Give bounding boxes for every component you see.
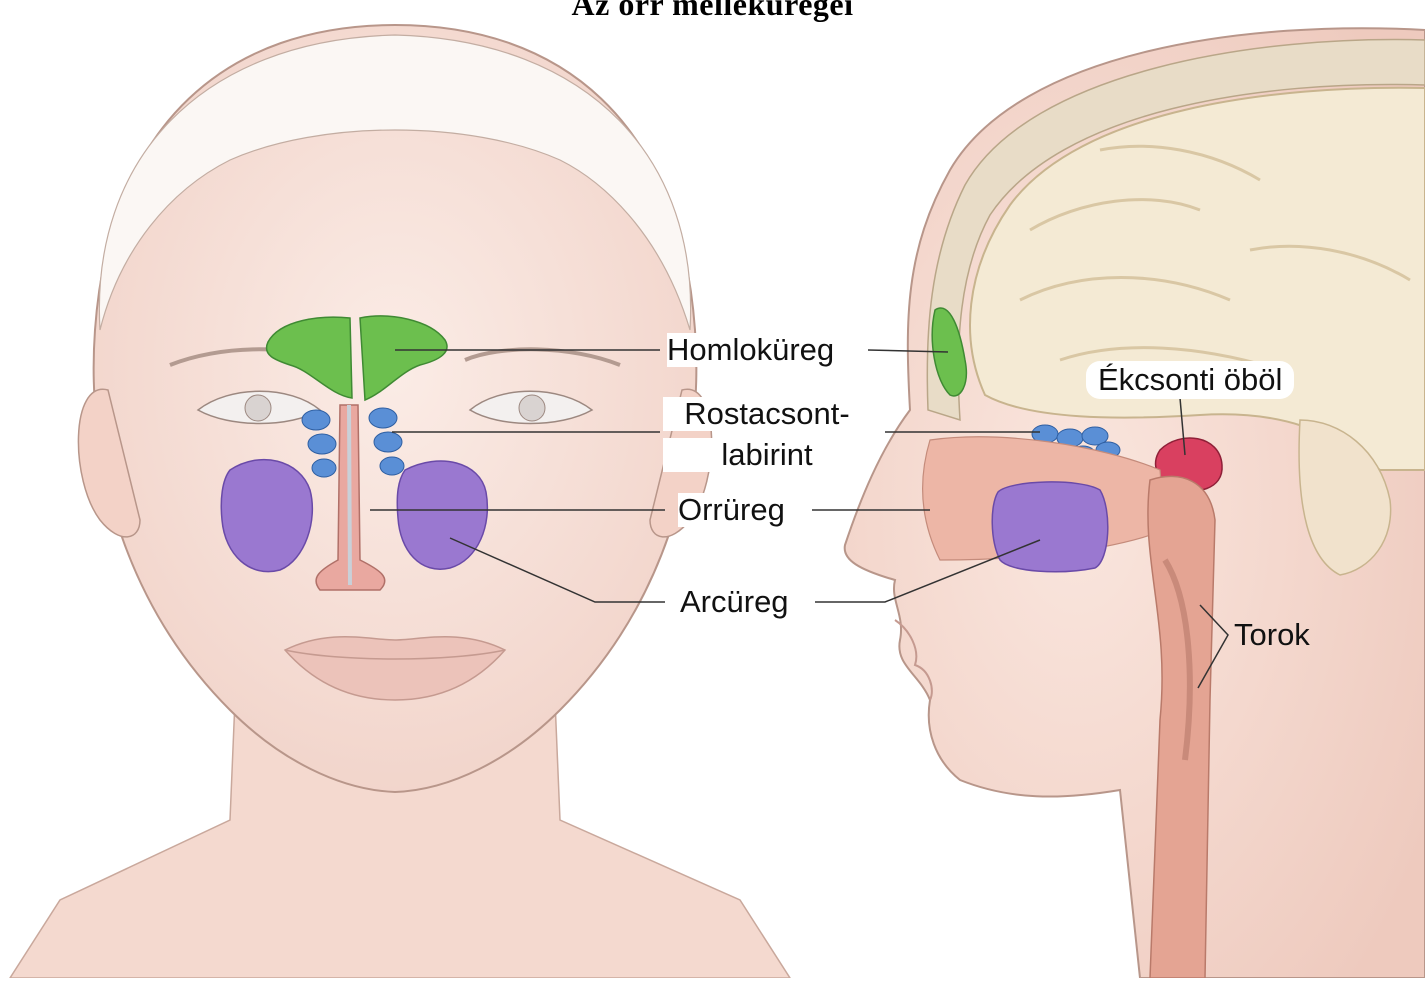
label-maxillary-sinus: Arcüreg [680,585,789,619]
front-iris-left [245,395,271,421]
front-iris-right [519,395,545,421]
side-head [845,28,1425,978]
front-maxillary-left [221,460,312,572]
front-face [10,25,790,978]
side-maxillary-sinus [992,482,1108,572]
label-frontal-sinus: Homloküreg [667,333,834,367]
label-sphenoid-sinus: Ékcsonti öböl [1088,363,1292,397]
front-septum [349,405,350,585]
label-nasal-cavity: Orrüreg [678,493,785,527]
label-ethmoid-line2: labirint [663,438,871,472]
label-throat: Torok [1234,618,1310,652]
label-ethmoid-line1: Rostacsont- [663,397,871,431]
diagram-title: Az orr melléküregei [0,0,1425,23]
